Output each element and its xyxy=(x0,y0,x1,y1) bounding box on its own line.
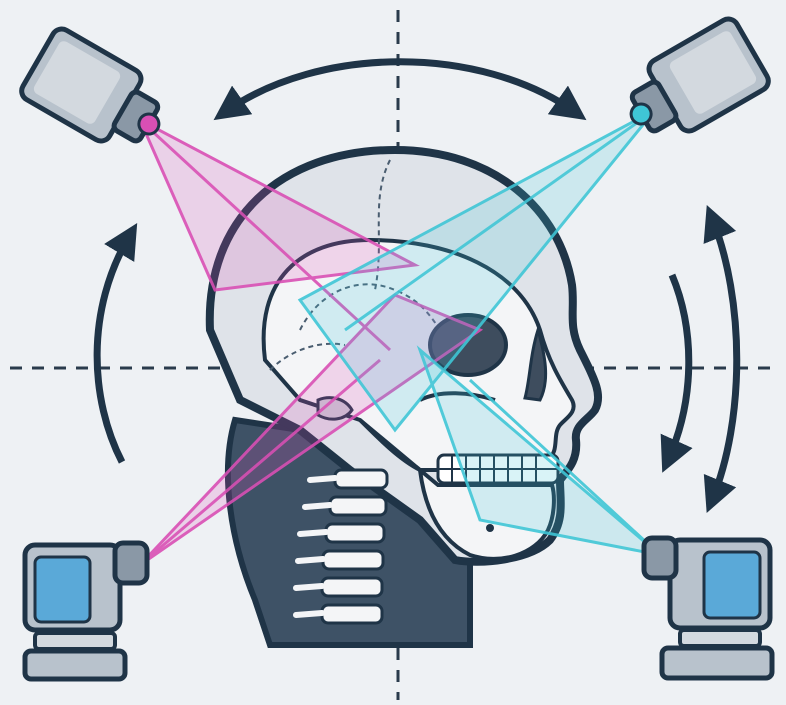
mental-foramen xyxy=(486,524,494,532)
